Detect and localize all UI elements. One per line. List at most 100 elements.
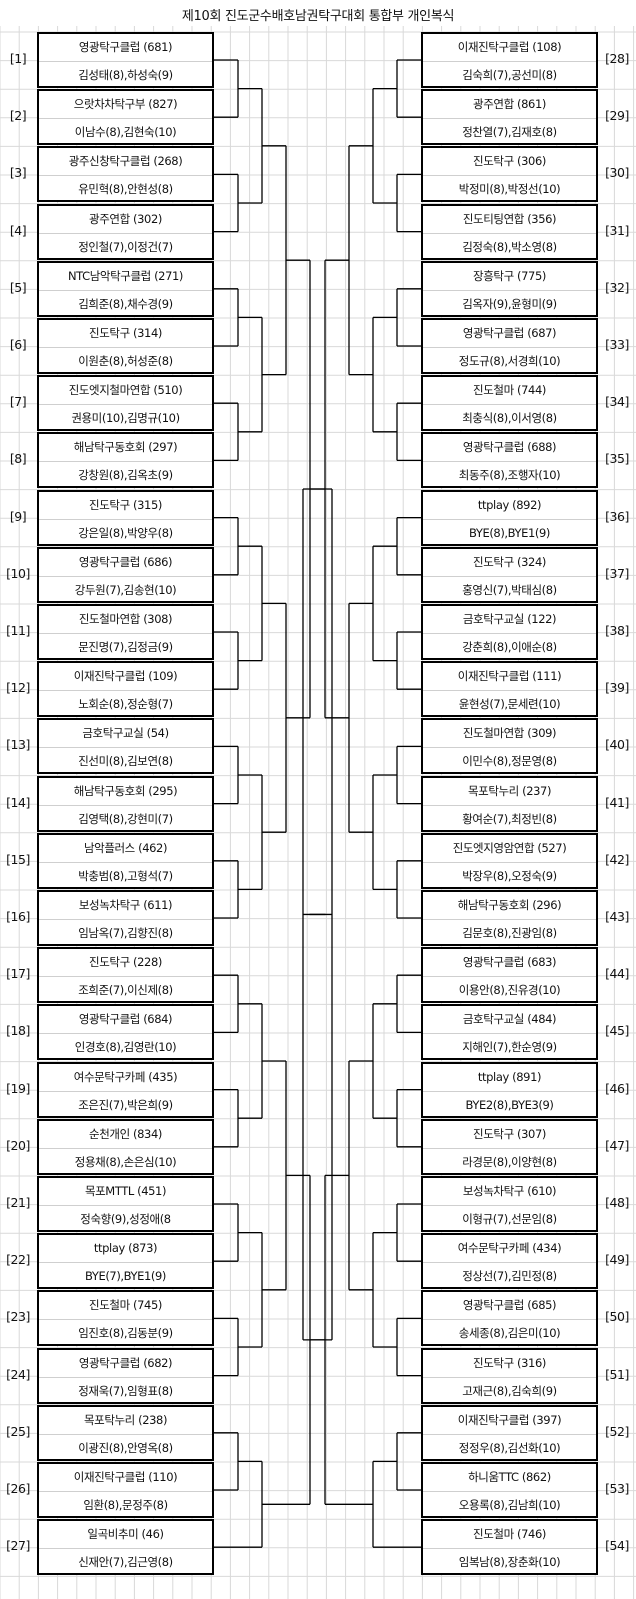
entry-left-3: 광주신창탁구클럽 (268)유민혁(8),안현성(8) [37,146,214,203]
seed-number: [10] [6,565,30,581]
entry-club: 이재진탁구클럽 (110) [73,1470,178,1484]
entry-right-1: 이재진탁구클럽 (108)김숙희(7),공선미(8) [421,32,598,88]
seed-number: [29] [605,108,629,124]
entry-right-27: 진도철마 (746)임복남(8),장춘화(10) [421,1519,598,1576]
seed-number: [2] [9,108,27,124]
entry-left-8: 해남탁구동호회 (297)강창원(8),김옥초(9) [37,432,214,489]
entry-left-10: 영광탁구클럽 (686) 강두원(7),김송현(10) [37,546,214,604]
entry-players: 문진명(7),김정금(9) [39,633,212,661]
entry-right-20: 진도탁구 (307)라경문(8),이양현(8) [421,1118,598,1175]
entry-left-24: 영광탁구클럽 (682) 정재욱(7),임형표(8) [37,1347,214,1405]
entry-players: 정인철(7),이정건(7) [39,232,212,261]
entry-players: 노회순(8),정순형(7) [39,690,212,718]
entry-right-24: 진도탁구 (316)고재근(8),김숙희(9) [421,1347,598,1405]
seed-number: [47] [605,1137,629,1153]
entry-right-5: 장흥탁구 (775)김옥자(9),윤형미(9) [421,260,598,318]
seed-number: [37] [605,565,629,581]
entry-club: 영광탁구클럽 (687) [462,326,557,340]
entry-right-6: 영광탁구클럽 (687) 정도규(8),서경희(10) [421,318,598,374]
entry-club: 목포MTTL (451) [84,1184,167,1198]
entry-right-13: 진도철마연합 (309)이민수(8),정문영(8) [421,718,598,775]
seed-number: [11] [6,623,30,638]
entry-players: 황여순(7),최정빈(8) [423,804,596,833]
entry-players: 강두원(7),김송현(10) [39,575,212,604]
entry-players: 이형규(7),선문임(8) [423,1205,596,1233]
page-title: 제10회 진도군수배호남권탁구대회 통합부 개인복식 [181,9,455,24]
entry-right-21: 보성녹차탁구 (610) 이형규(7),선문임(8) [421,1176,598,1232]
entry-players: 김영택(8),강현미(7) [39,804,212,833]
seed-number: [54] [605,1538,629,1554]
entry-club: 금호탁구교실 (54) [82,726,169,741]
seed-number: [53] [605,1481,629,1496]
entry-club: 영광탁구클럽 (683) [462,955,557,970]
entry-players: 김숙희(7),공선미(8) [423,61,596,89]
entry-players: BYE(7),BYE1(9) [39,1262,212,1290]
seed-number: [25] [6,1423,30,1439]
entry-left-14: 해남탁구동호회 (295) 김영택(8),강현미(7) [37,775,214,833]
entry-players: 임진호(8),김동분(9) [39,1319,212,1347]
entry-club: 해남탁구동호회 (296) [457,898,562,912]
entry-right-7: 진도철마 (744) 최충식(8),이서영(8) [421,375,598,432]
entry-club: 이재진탁구클럽 (397) [457,1412,562,1427]
entry-left-7: 진도엣지철마연합 (510)권용미(10),김명규(10) [37,375,214,432]
entry-club: 진도철마 (744) [473,383,546,398]
entry-club: ttplay (892) [477,497,542,512]
entry-left-23: 진도철마 (745) 임진호(8),김동분(9) [37,1290,214,1347]
entry-club: 진도탁구 (324) [473,554,546,569]
entry-players: 김희준(8),채수경(9) [39,289,212,318]
seed-number: [12] [6,680,30,696]
entry-club: 진도탁구 (228) [89,955,162,970]
entry-players: 권용미(10),김명규(10) [39,404,212,432]
entry-club: 진도탁구 (314) [89,326,162,340]
seed-number: [44] [605,966,629,982]
entry-club: 해남탁구동호회 (295) [73,783,178,798]
seed-number: [27] [6,1538,30,1554]
entry-players: 김성태(8),하성숙(9) [39,61,212,89]
seed-number: [31] [605,222,629,238]
entry-left-17: 진도탁구 (228)조희준(7),이신제(8) [37,947,214,1004]
entry-club: ttplay (873) [93,1241,158,1256]
entry-club: 진도철마연합 (308) [78,612,173,626]
entry-players: 이원춘(8),허성준(8) [39,347,212,375]
entry-players: 김옥자(9),윤형미(9) [423,289,596,318]
entry-players: 정재욱(7),임형표(8) [39,1376,212,1405]
entry-club: 금호탁구교실 (484) [462,1012,557,1027]
entry-players: 강춘희(8),이애순(8) [423,633,596,661]
seed-number: [13] [6,737,30,753]
seed-number: [38] [605,623,629,638]
entry-players: 신재안(7),김근영(8) [39,1548,212,1576]
entry-club: 일곡비추미 (46) [87,1527,164,1542]
entry-club: 진도철마 (745) [89,1298,162,1313]
seed-number: [36] [605,508,629,524]
seed-number: [45] [605,1023,629,1039]
entry-club: ttplay (891) [477,1069,542,1084]
entry-left-13: 금호탁구교실 (54) 진선미(8),김보연(8) [37,718,214,775]
seed-number: [34] [605,394,629,410]
entry-left-4: 광주연합 (302)정인철(7),이정건(7) [37,203,214,261]
entry-left-18: 영광탁구클럽 (684)인경호(8),김영란(10) [37,1004,214,1061]
seed-number: [9] [9,508,27,524]
seed-number: [39] [605,680,629,696]
entry-players: 최충식(8),이서영(8) [423,404,596,432]
entry-left-5: NTC남악탁구클럽 (271)김희준(8),채수경(9) [37,260,214,318]
entry-players: 이민수(8),정문영(8) [423,747,596,775]
seed-number: [26] [6,1481,30,1496]
entry-players: 정도규(8),서경희(10) [423,347,596,375]
seed-number: [18] [6,1023,30,1039]
entry-club: 진도철마 (746) [473,1527,546,1542]
entry-right-12: 이재진탁구클럽 (111)윤현성(7),문세련(10) [421,661,598,718]
entry-club: 진도탁구 (315) [89,497,162,512]
entry-players: 고재근(8),김숙희(9) [423,1376,596,1405]
entry-club: 영광탁구클럽 (682) [78,1355,173,1370]
seed-number: [28] [605,51,629,66]
entry-club: 보성녹차탁구 (610) [462,1184,557,1198]
entry-club: 광주신창탁구클럽 (268) [68,154,183,169]
entry-players: 박장우(8),오정숙(9) [423,861,596,890]
entry-club: 영광탁구클럽 (686) [78,554,173,569]
seed-number: [16] [6,909,30,924]
entry-players: 박충범(8),고형석(7) [39,861,212,890]
seed-number: [1] [9,51,27,66]
seed-number: [6] [9,337,27,352]
entry-players: 진선미(8),김보연(8) [39,747,212,775]
entry-club: 영광탁구클럽 (681) [78,40,173,54]
